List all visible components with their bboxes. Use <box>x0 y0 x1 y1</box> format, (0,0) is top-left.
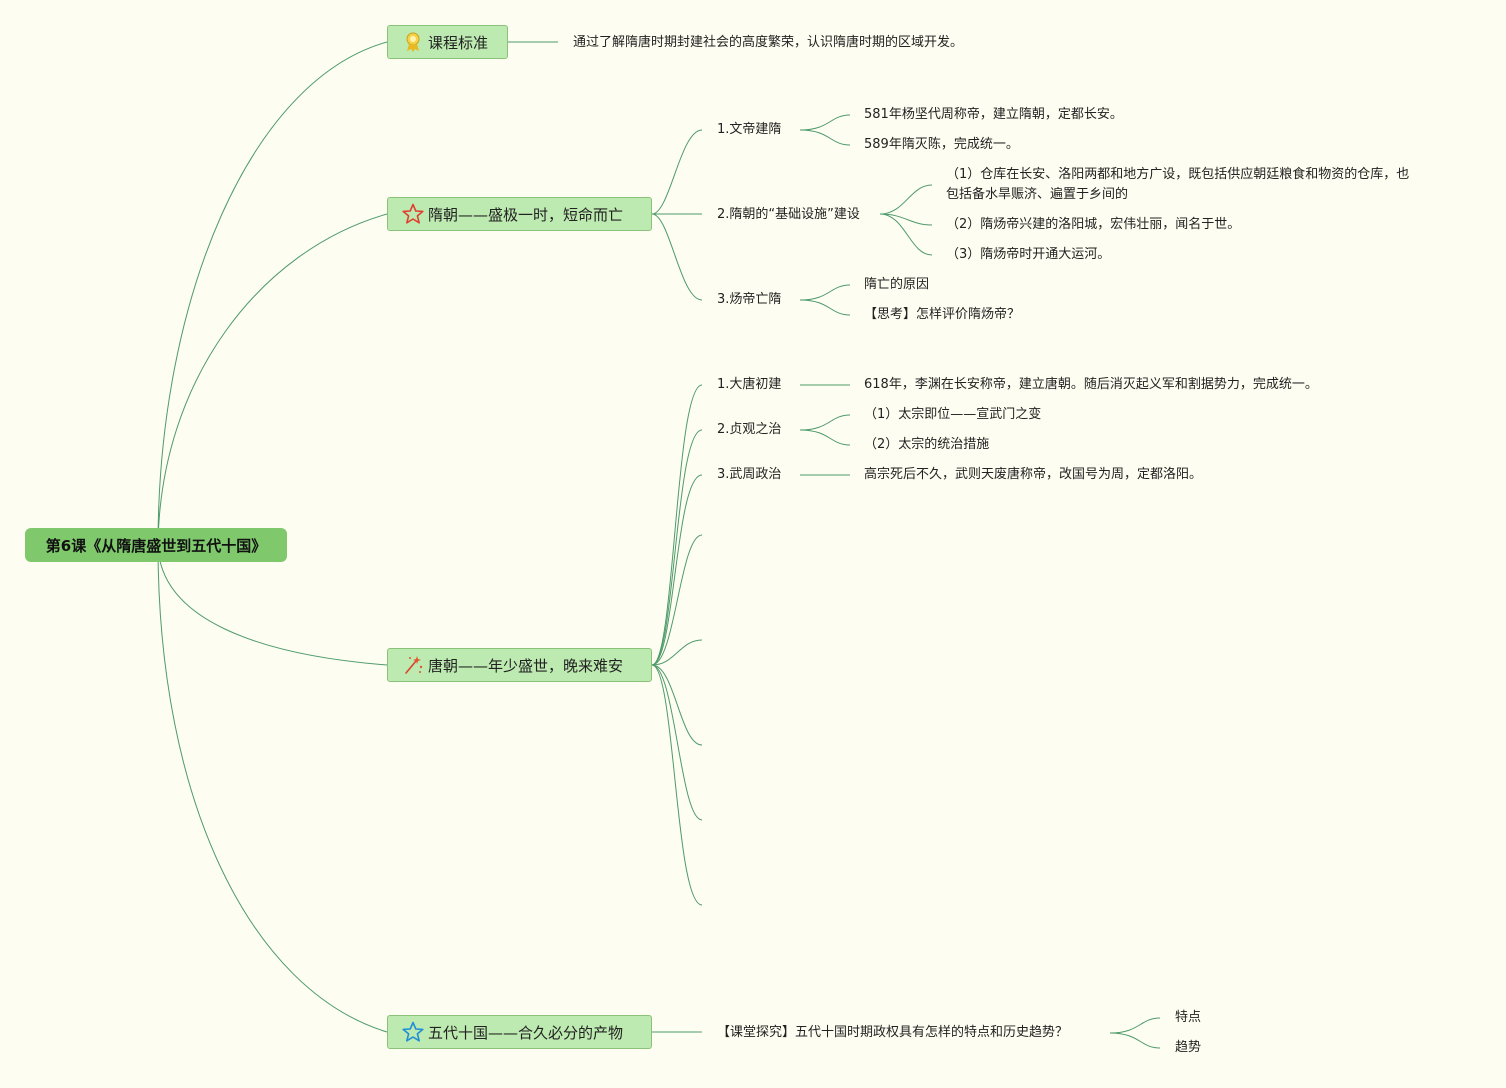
award-ribbon-icon <box>402 31 424 53</box>
branch-label: 隋朝——盛极一时，短命而亡 <box>428 205 624 224</box>
sui-sub-1-item-1: 581年杨坚代周称帝，建立隋朝，定都长安。 <box>864 107 1123 122</box>
sui-sub-3-item-1: 隋亡的原因 <box>864 277 930 292</box>
sui-sub-2-item-2: （2）隋炀帝兴建的洛阳城，宏伟壮丽，闻名于世。 <box>946 217 1241 232</box>
sui-sub-1-item-2: 589年隋灭陈，完成统一。 <box>864 137 1019 152</box>
tang-sub-1-item-1: 618年，李渊在长安称帝，建立唐朝。随后消灭起义军和割据势力，完成统一。 <box>864 377 1318 392</box>
root-node[interactable]: 第6课《从隋唐盛世到五代十国》 <box>25 528 287 562</box>
branch-label: 唐朝——年少盛世，晚来难安 <box>428 656 624 675</box>
sui-sub-3-item-2: 【思考】怎样评价隋炀帝？ <box>864 307 1021 322</box>
star-outline-icon <box>402 203 424 225</box>
branch-label: 五代十国——合久必分的产物 <box>428 1023 624 1042</box>
sui-sub-3[interactable]: 3.炀帝亡隋 <box>717 292 782 307</box>
branch-sui[interactable]: 隋朝——盛极一时，短命而亡 <box>387 197 652 231</box>
sui-sub-1[interactable]: 1.文帝建隋 <box>717 122 782 137</box>
wudai-item-1: 特点 <box>1175 1010 1202 1025</box>
sparkle-wand-icon <box>402 654 424 676</box>
tang-sub-2-item-2: （2）太宗的统治措施 <box>864 437 990 452</box>
root-label: 第6课《从隋唐盛世到五代十国》 <box>45 536 267 555</box>
tang-sub-3-item-1: 高宗死后不久，武则天废唐称帝，改国号为周，定都洛阳。 <box>864 467 1203 482</box>
wudai-question[interactable]: 【课堂探究】五代十国时期政权具有怎样的特点和历史趋势？ <box>717 1025 1069 1040</box>
tang-sub-2-item-1: （1）太宗即位——宣武门之变 <box>864 407 1042 422</box>
branch-course-standard[interactable]: 课程标准 <box>387 25 508 59</box>
sui-sub-2-item-1a: （1）仓库在长安、洛阳两都和地方广设，既包括供应朝廷粮食和物资的仓库，也 <box>946 167 1410 182</box>
star-outline-blue-icon <box>402 1021 424 1043</box>
tang-sub-2[interactable]: 2.贞观之治 <box>717 422 782 437</box>
sui-sub-2-item-1b: 包括备水旱赈济、遍置于乡间的 <box>946 187 1129 202</box>
branch-label: 课程标准 <box>428 33 489 52</box>
branch-wudai[interactable]: 五代十国——合久必分的产物 <box>387 1015 652 1049</box>
sui-sub-2[interactable]: 2.隋朝的“基础设施”建设 <box>717 207 860 222</box>
sui-sub-2-item-3: （3）隋炀帝时开通大运河。 <box>946 247 1111 262</box>
wudai-item-2: 趋势 <box>1175 1040 1202 1055</box>
branch-tang[interactable]: 唐朝——年少盛世，晚来难安 <box>387 648 652 682</box>
tang-sub-3[interactable]: 3.武周政治 <box>717 467 782 482</box>
standard-content: 通过了解隋唐时期封建社会的高度繁荣，认识隋唐时期的区域开发。 <box>573 35 964 50</box>
tang-sub-1[interactable]: 1.大唐初建 <box>717 377 782 392</box>
